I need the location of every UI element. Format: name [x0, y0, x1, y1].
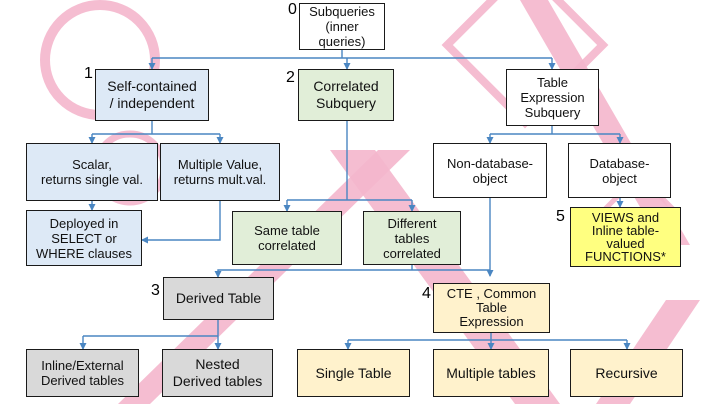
node-number-0: 0: [288, 1, 297, 18]
node-table-expression-label: Table Expression Subquery: [520, 75, 585, 120]
node-correlated-subquery-label: Correlated Subquery: [313, 78, 379, 111]
node-different-tables-label: Different tables correlated: [383, 215, 441, 261]
node-correlated-subquery: Correlated Subquery: [298, 69, 394, 121]
node-multiple-tables: Multiple tables: [433, 349, 549, 397]
node-number-3: 3: [151, 282, 160, 299]
node-views-functions-label: VIEWS and Inline table- valued FUNCTIONS…: [585, 210, 666, 264]
node-database-object: Database- object: [568, 143, 671, 198]
node-inline-external-label: Inline/External Derived tables: [40, 358, 125, 388]
node-multiple-value-label: Multiple Value, returns mult.val.: [173, 157, 267, 187]
node-deployed-label: Deployed in SELECT or WHERE clauses: [35, 215, 133, 261]
node-subqueries: Subqueries (inner queries): [299, 3, 385, 50]
node-views-functions: VIEWS and Inline table- valued FUNCTIONS…: [570, 207, 681, 267]
node-cte-label: CTE , Common Table Expression: [446, 286, 537, 329]
connector-non-db-derived: [214, 269, 490, 278]
node-non-database-object: Non-database- object: [433, 143, 547, 198]
connector-multiple-deployed: [141, 201, 221, 244]
node-table-expression: Table Expression Subquery: [506, 69, 599, 126]
node-number-5: 5: [556, 208, 565, 225]
node-derived-table-label: Derived Table: [175, 290, 262, 306]
node-multiple-tables-label: Multiple tables: [446, 364, 536, 381]
node-non-database-object-label: Non-database- object: [447, 155, 533, 186]
node-number-2: 2: [286, 69, 295, 86]
node-same-table-correlated: Same table correlated: [232, 211, 342, 265]
node-database-object-label: Database- object: [589, 155, 650, 186]
node-recursive: Recursive: [570, 349, 683, 397]
node-inline-external-derived: Inline/External Derived tables: [26, 349, 139, 397]
node-self-contained-label: Self-contained / independent: [107, 78, 197, 111]
node-derived-table: Derived Table: [163, 277, 274, 320]
node-recursive-label: Recursive: [595, 364, 658, 381]
node-cte: CTE , Common Table Expression: [433, 283, 550, 333]
node-self-contained: Self-contained / independent: [95, 69, 209, 121]
node-scalar-label: Scalar, returns single val.: [41, 157, 143, 187]
node-scalar: Scalar, returns single val.: [26, 143, 158, 201]
node-different-tables-correlated: Different tables correlated: [363, 211, 461, 265]
node-multiple-value: Multiple Value, returns mult.val.: [160, 143, 280, 201]
node-subqueries-label: Subqueries (inner queries): [309, 4, 375, 49]
node-number-1: 1: [84, 65, 93, 82]
node-single-table: Single Table: [297, 349, 410, 397]
node-single-table-label: Single Table: [315, 364, 392, 381]
node-nested-derived-label: Nested Derived tables: [172, 356, 263, 389]
node-number-4: 4: [422, 285, 431, 302]
node-same-table-label: Same table correlated: [254, 223, 320, 253]
node-nested-derived: Nested Derived tables: [162, 349, 273, 397]
node-deployed-in-select-where: Deployed in SELECT or WHERE clauses: [26, 210, 142, 266]
